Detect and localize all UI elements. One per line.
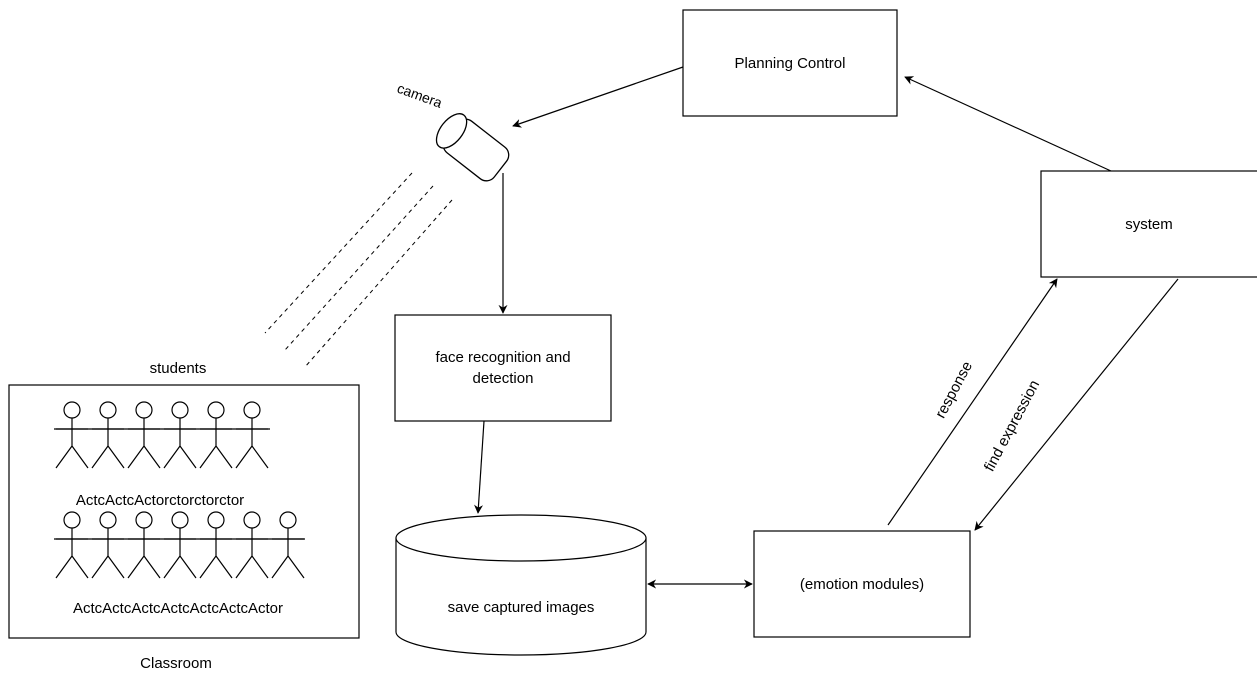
planning-control-node[interactable]: Planning Control bbox=[682, 9, 898, 117]
face-recognition-label-line2: detection bbox=[473, 370, 534, 387]
emotion-modules-node[interactable]: (emotion modules) bbox=[753, 530, 971, 638]
camera-view-lines bbox=[264, 172, 453, 368]
students-label: students bbox=[150, 360, 207, 377]
classroom-label: Classroom bbox=[140, 655, 212, 672]
system-label: system bbox=[1125, 216, 1173, 233]
camera-icon bbox=[435, 113, 510, 182]
planning-control-label: Planning Control bbox=[735, 55, 846, 72]
save-images-database[interactable]: save captured images bbox=[395, 514, 647, 656]
response-edge-label: response bbox=[932, 359, 976, 421]
actor-row-2-caption: ActcActcActcActcActcActcActor bbox=[73, 600, 283, 617]
actor-row-1-caption: ActcActcActorctorctorctor bbox=[76, 492, 244, 509]
edge-system-to-planning bbox=[904, 76, 1112, 172]
edge-system-to-emotion bbox=[974, 278, 1179, 531]
face-recognition-node[interactable]: face recognition and detection bbox=[394, 314, 612, 422]
actor-row-1 bbox=[54, 401, 270, 469]
actor-row-2 bbox=[54, 511, 305, 579]
edge-emotion-to-system bbox=[887, 278, 1058, 526]
emotion-modules-label: (emotion modules) bbox=[800, 576, 924, 593]
find-expression-edge-label: find expression bbox=[981, 377, 1043, 474]
system-node[interactable]: system bbox=[1040, 170, 1257, 278]
classroom-container[interactable] bbox=[8, 384, 360, 639]
edge-face-recognition-to-database bbox=[474, 420, 485, 514]
edge-planning-to-camera bbox=[512, 66, 684, 128]
camera-label: camera bbox=[395, 80, 445, 111]
save-images-label: save captured images bbox=[448, 599, 595, 616]
face-recognition-label-line1: face recognition and bbox=[435, 349, 570, 366]
